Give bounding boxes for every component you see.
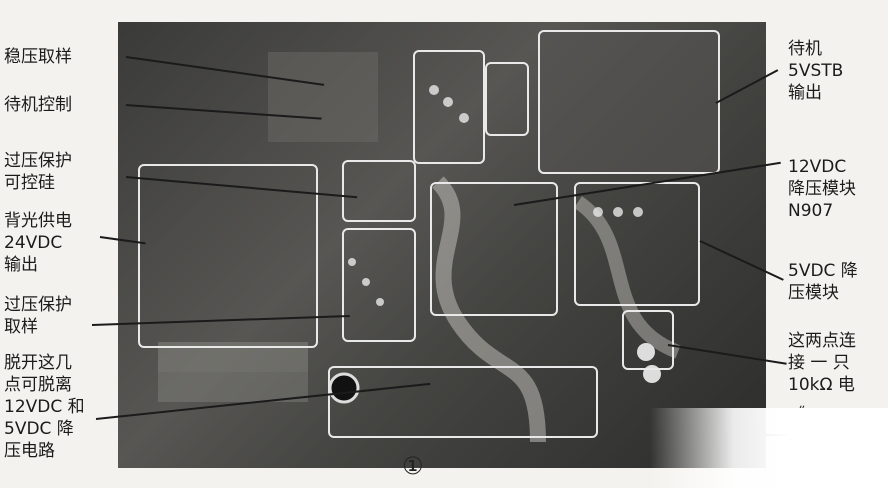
label-5vdc-module: 5VDC 降 压模块 [788,260,858,304]
label-line: 压模块 [788,283,839,303]
region-connect [622,310,674,370]
label-line: 5VDC 降 [4,419,74,439]
region-sample [342,160,416,222]
label-line: 脱开这几 [4,353,72,373]
label-backlight: 背光供电 24VDC 输出 [4,210,72,276]
pcb-photo [118,22,766,468]
label-line: 这两点连 [788,331,856,351]
label-detach: 脱开这几 点可脱离 12VDC 和 5VDC 降 压电路 [4,352,85,462]
region-12v-module [430,182,558,316]
label-connect-resistor: 这两点连 接 一 只 10kΩ 电 [788,330,856,396]
label-line: 取样 [4,317,38,337]
pcb-traces [158,32,718,443]
label-line: 过压保护 [4,295,72,315]
region-standby [538,30,720,174]
label-wenya: 稳压取样 [4,46,72,68]
label-line: 12VDC [788,157,847,177]
label-line: 5VDC 降 [788,261,858,281]
region-top-small [485,62,529,136]
label-line: 背光供电 [4,211,72,231]
label-daiji-control: 待机控制 [4,94,72,116]
label-line: 待机控制 [4,95,72,115]
region-detach [328,366,598,438]
region-top-center [413,50,485,164]
figure-number: ① [402,452,424,480]
label-line: 点可脱离 [4,375,72,395]
blurred-corner [650,408,888,488]
label-line: 压电路 [4,441,55,461]
label-line: 待机 [788,39,822,59]
label-line: 降压模块 [788,179,856,199]
label-line: 接 一 只 [788,353,850,373]
label-line: 输出 [788,83,822,103]
label-line: 12VDC 和 [4,397,85,417]
label-line: 10kΩ 电 [788,375,855,395]
label-line: 可控硅 [4,173,55,193]
label-line: 稳压取样 [4,47,72,67]
label-guoya-sample: 过压保护 取样 [4,294,72,338]
label-line: 输出 [4,255,38,275]
label-line: N907 [788,201,834,221]
label-line: 24VDC [4,233,63,253]
region-scr [138,164,318,348]
label-line: 过压保护 [4,151,72,171]
region-5v-module [574,182,700,306]
region-overvoltage-sample [342,228,416,342]
label-standby-5vstb: 待机 5VSTB 输出 [788,38,843,104]
label-guoya-scr: 过压保护 可控硅 [4,150,72,194]
label-line: 5VSTB [788,61,844,81]
label-12vdc-module: 12VDC 降压模块 N907 [788,156,856,222]
